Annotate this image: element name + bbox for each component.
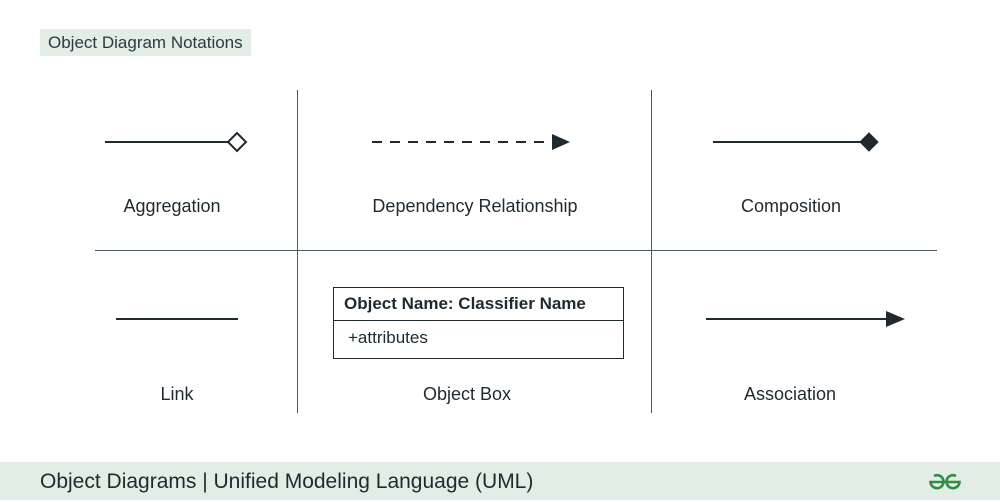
association-label: Association [743, 384, 837, 404]
aggregation-label: Aggregation [123, 196, 221, 216]
composition-label: Composition [740, 196, 842, 216]
filled-diamond-icon [859, 132, 879, 152]
grid-divider-horizontal [95, 250, 937, 251]
object-box-label: Object Box [422, 384, 512, 404]
grid-divider-vertical-right [651, 90, 652, 413]
gfg-logo-icon [929, 473, 961, 490]
dependency-label: Dependency Relationship [372, 196, 578, 216]
diagram-title: Object Diagram Notations [40, 29, 251, 56]
association-symbol [706, 311, 905, 327]
footer-text: Object Diagrams | Unified Modeling Langu… [40, 470, 534, 493]
object-box-attributes: +attributes [348, 328, 428, 347]
composition-symbol [713, 132, 879, 152]
footer-bar: Object Diagrams | Unified Modeling Langu… [0, 462, 1000, 500]
object-box-header: Object Name: Classifier Name [334, 288, 623, 321]
arrowhead-icon [552, 134, 570, 150]
hollow-diamond-icon [226, 131, 248, 153]
object-box: Object Name: Classifier Name +attributes [333, 287, 624, 359]
link-label: Link [160, 384, 194, 404]
filled-arrowhead-icon [886, 311, 905, 327]
aggregation-symbol [105, 131, 248, 153]
link-symbol [116, 318, 238, 320]
dependency-symbol [372, 134, 570, 150]
grid-divider-vertical-left [297, 90, 298, 413]
